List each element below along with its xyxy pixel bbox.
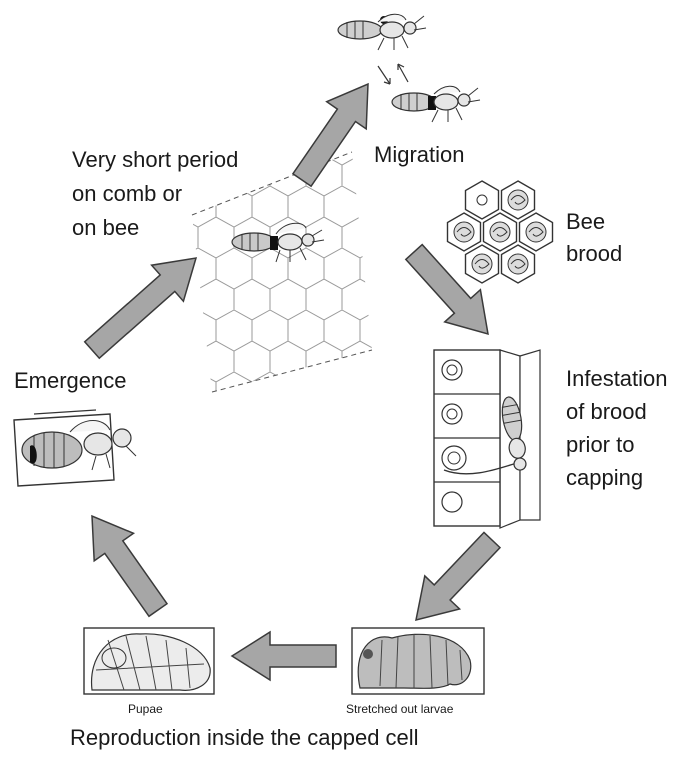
emerging-bee-icon [14, 410, 136, 486]
larva-in-cell [477, 195, 487, 205]
caption-reproduction: Reproduction inside the capped cell [70, 725, 419, 750]
comb-with-bee-icon [180, 140, 380, 400]
label-infestation-1: Infestation [566, 366, 668, 391]
label-stretched-larvae: Stretched out larvae [346, 702, 454, 716]
cycle-arrow-icon [416, 532, 500, 620]
cycle-arrow-icon [232, 632, 336, 680]
brood-cells-icon [448, 181, 553, 283]
cycle-arrow-icon [85, 258, 196, 358]
label-bee-brood-1: Bee [566, 209, 605, 234]
label-infestation-4: capping [566, 465, 643, 490]
label-short-period-3: on bee [72, 215, 139, 240]
label-pupae: Pupae [128, 702, 163, 716]
label-migration: Migration [374, 142, 464, 167]
label-short-period-2: on comb or [72, 181, 182, 206]
infested-cells-icon [434, 350, 540, 528]
pupa-cell-icon [84, 628, 214, 694]
label-emergence: Emergence [14, 368, 127, 393]
label-infestation-3: prior to [566, 432, 634, 457]
cycle-arrow-icon [92, 516, 167, 616]
label-bee-brood-2: brood [566, 241, 622, 266]
label-short-period-1: Very short period [72, 147, 238, 172]
label-infestation-2: of brood [566, 399, 647, 424]
larva-cell-icon [352, 628, 484, 694]
